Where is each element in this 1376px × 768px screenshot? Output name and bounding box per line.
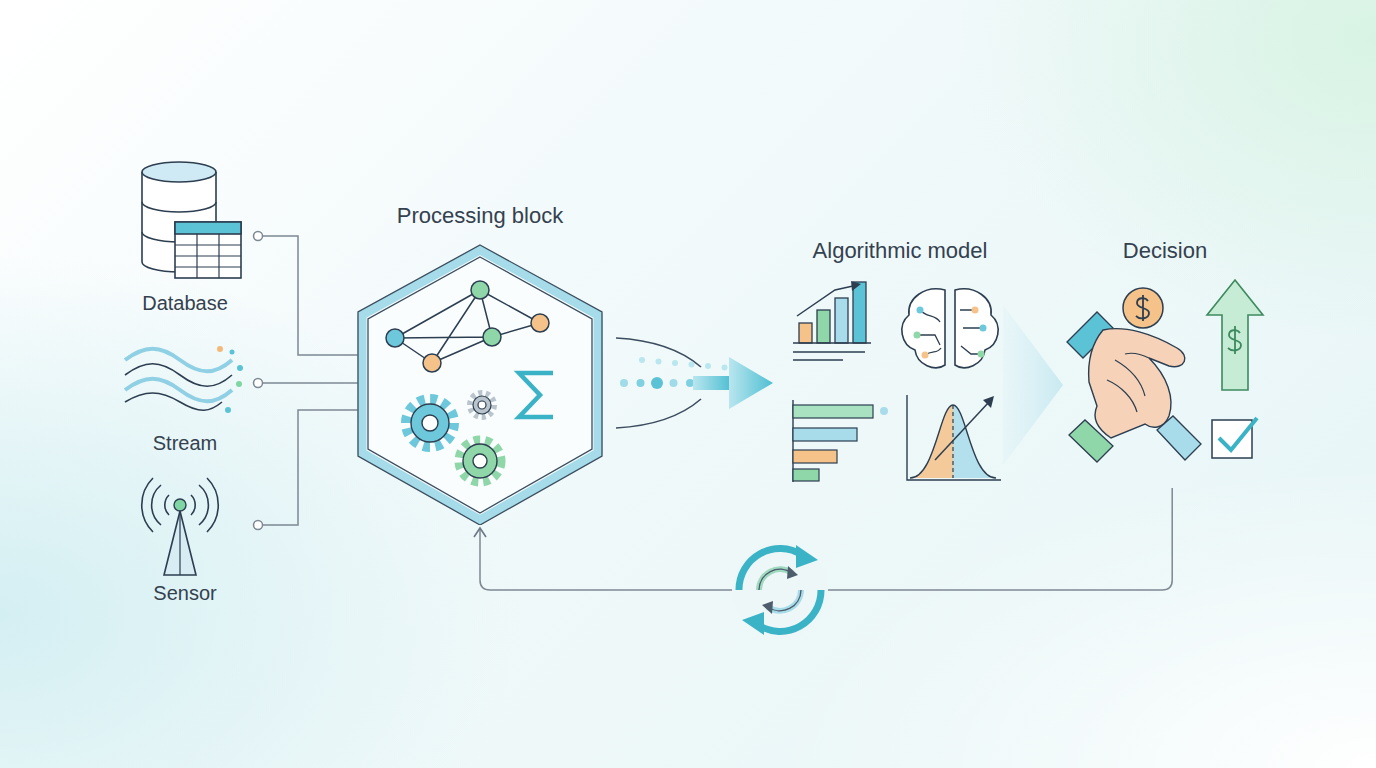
processing-hexagon-shape xyxy=(355,195,605,525)
processing-hexagon: Processing block xyxy=(355,195,605,525)
decision-icons xyxy=(1045,230,1285,480)
label-holder: Stream xyxy=(120,431,250,455)
label-holder: Decision xyxy=(1045,238,1285,264)
source-label: Stream xyxy=(153,431,217,455)
flow-arrow xyxy=(616,338,773,428)
database-icon xyxy=(120,150,250,315)
stream-source: Stream xyxy=(120,340,250,455)
decision-group: Decision xyxy=(1045,230,1285,480)
stage-heading: Decision xyxy=(1123,238,1207,264)
source-label: Sensor xyxy=(153,581,216,605)
source-label: Database xyxy=(142,291,228,315)
stage-heading: Algorithmic model xyxy=(813,238,988,264)
label-holder: Processing block xyxy=(355,203,605,229)
label-holder: Database xyxy=(120,291,250,315)
database-source: Database xyxy=(120,150,250,315)
model-group: Algorithmic model xyxy=(785,230,1015,485)
input-wire xyxy=(254,410,363,530)
input-wire xyxy=(254,379,363,388)
stage-heading: Processing block xyxy=(397,203,563,229)
label-holder: Algorithmic model xyxy=(785,238,1015,264)
transition-chevron xyxy=(1003,305,1063,465)
model-icons xyxy=(785,230,1015,485)
input-wire xyxy=(254,232,363,356)
label-holder: Sensor xyxy=(120,581,250,605)
sensor-source: Sensor xyxy=(120,475,250,605)
feedback-cycle-icon xyxy=(730,540,830,640)
